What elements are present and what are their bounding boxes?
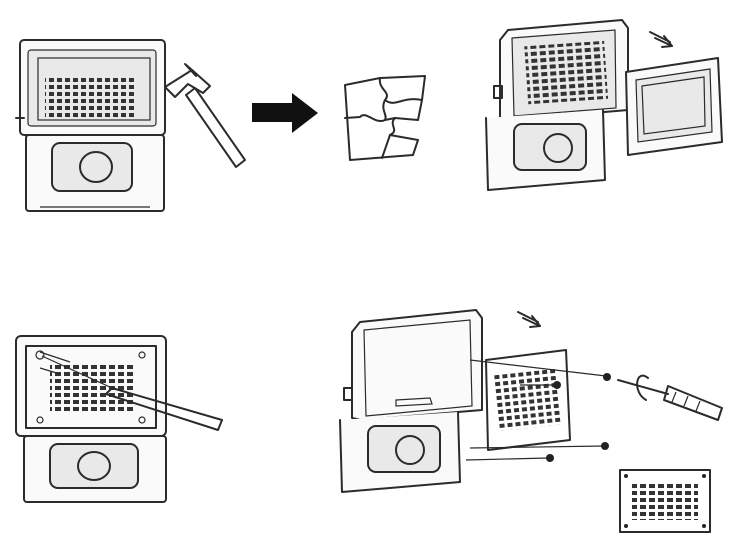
- step-3-remove-front-frame: [485, 19, 723, 191]
- screw-icon: [546, 454, 554, 462]
- direction-arrows-icon: [517, 311, 541, 328]
- lamp-bracket: [23, 435, 167, 503]
- pry-tool-icon: [39, 351, 223, 431]
- lamp-bracket: [339, 411, 461, 493]
- led-array: [524, 40, 609, 105]
- lamp-bracket: [25, 134, 165, 212]
- lamp-head: [15, 39, 166, 136]
- led-board: [485, 349, 571, 451]
- led-array: [632, 484, 698, 520]
- screw-icon: [601, 442, 609, 450]
- motion-sensor: [77, 451, 111, 481]
- screw-icon: [553, 381, 561, 389]
- hammer-icon: [164, 63, 246, 168]
- direction-arrows-icon: [649, 31, 673, 48]
- screw-icon: [603, 373, 611, 381]
- lamp-bracket: [485, 109, 606, 191]
- step-1-floodlight-with-hammer: [15, 39, 246, 212]
- step-2-broken-glass: [344, 75, 426, 161]
- lamp-head: [15, 335, 167, 437]
- screwdriver-icon: [617, 374, 723, 421]
- screws: [465, 359, 611, 462]
- arrow-right-icon: [252, 93, 318, 133]
- motion-sensor: [543, 133, 573, 163]
- led-array: [50, 362, 136, 412]
- front-frame: [625, 57, 723, 156]
- step-5-unscrew-led-board: [339, 309, 723, 533]
- led-array: [493, 368, 561, 432]
- led-array: [45, 75, 135, 117]
- lamp-body: [493, 19, 629, 121]
- screw-icon: [469, 359, 607, 377]
- led-board-inset: [619, 469, 711, 533]
- motion-sensor: [79, 151, 113, 183]
- lamp-body: [343, 309, 483, 421]
- motion-sensor: [395, 435, 425, 465]
- step-4-pry-led-panel: [15, 335, 223, 503]
